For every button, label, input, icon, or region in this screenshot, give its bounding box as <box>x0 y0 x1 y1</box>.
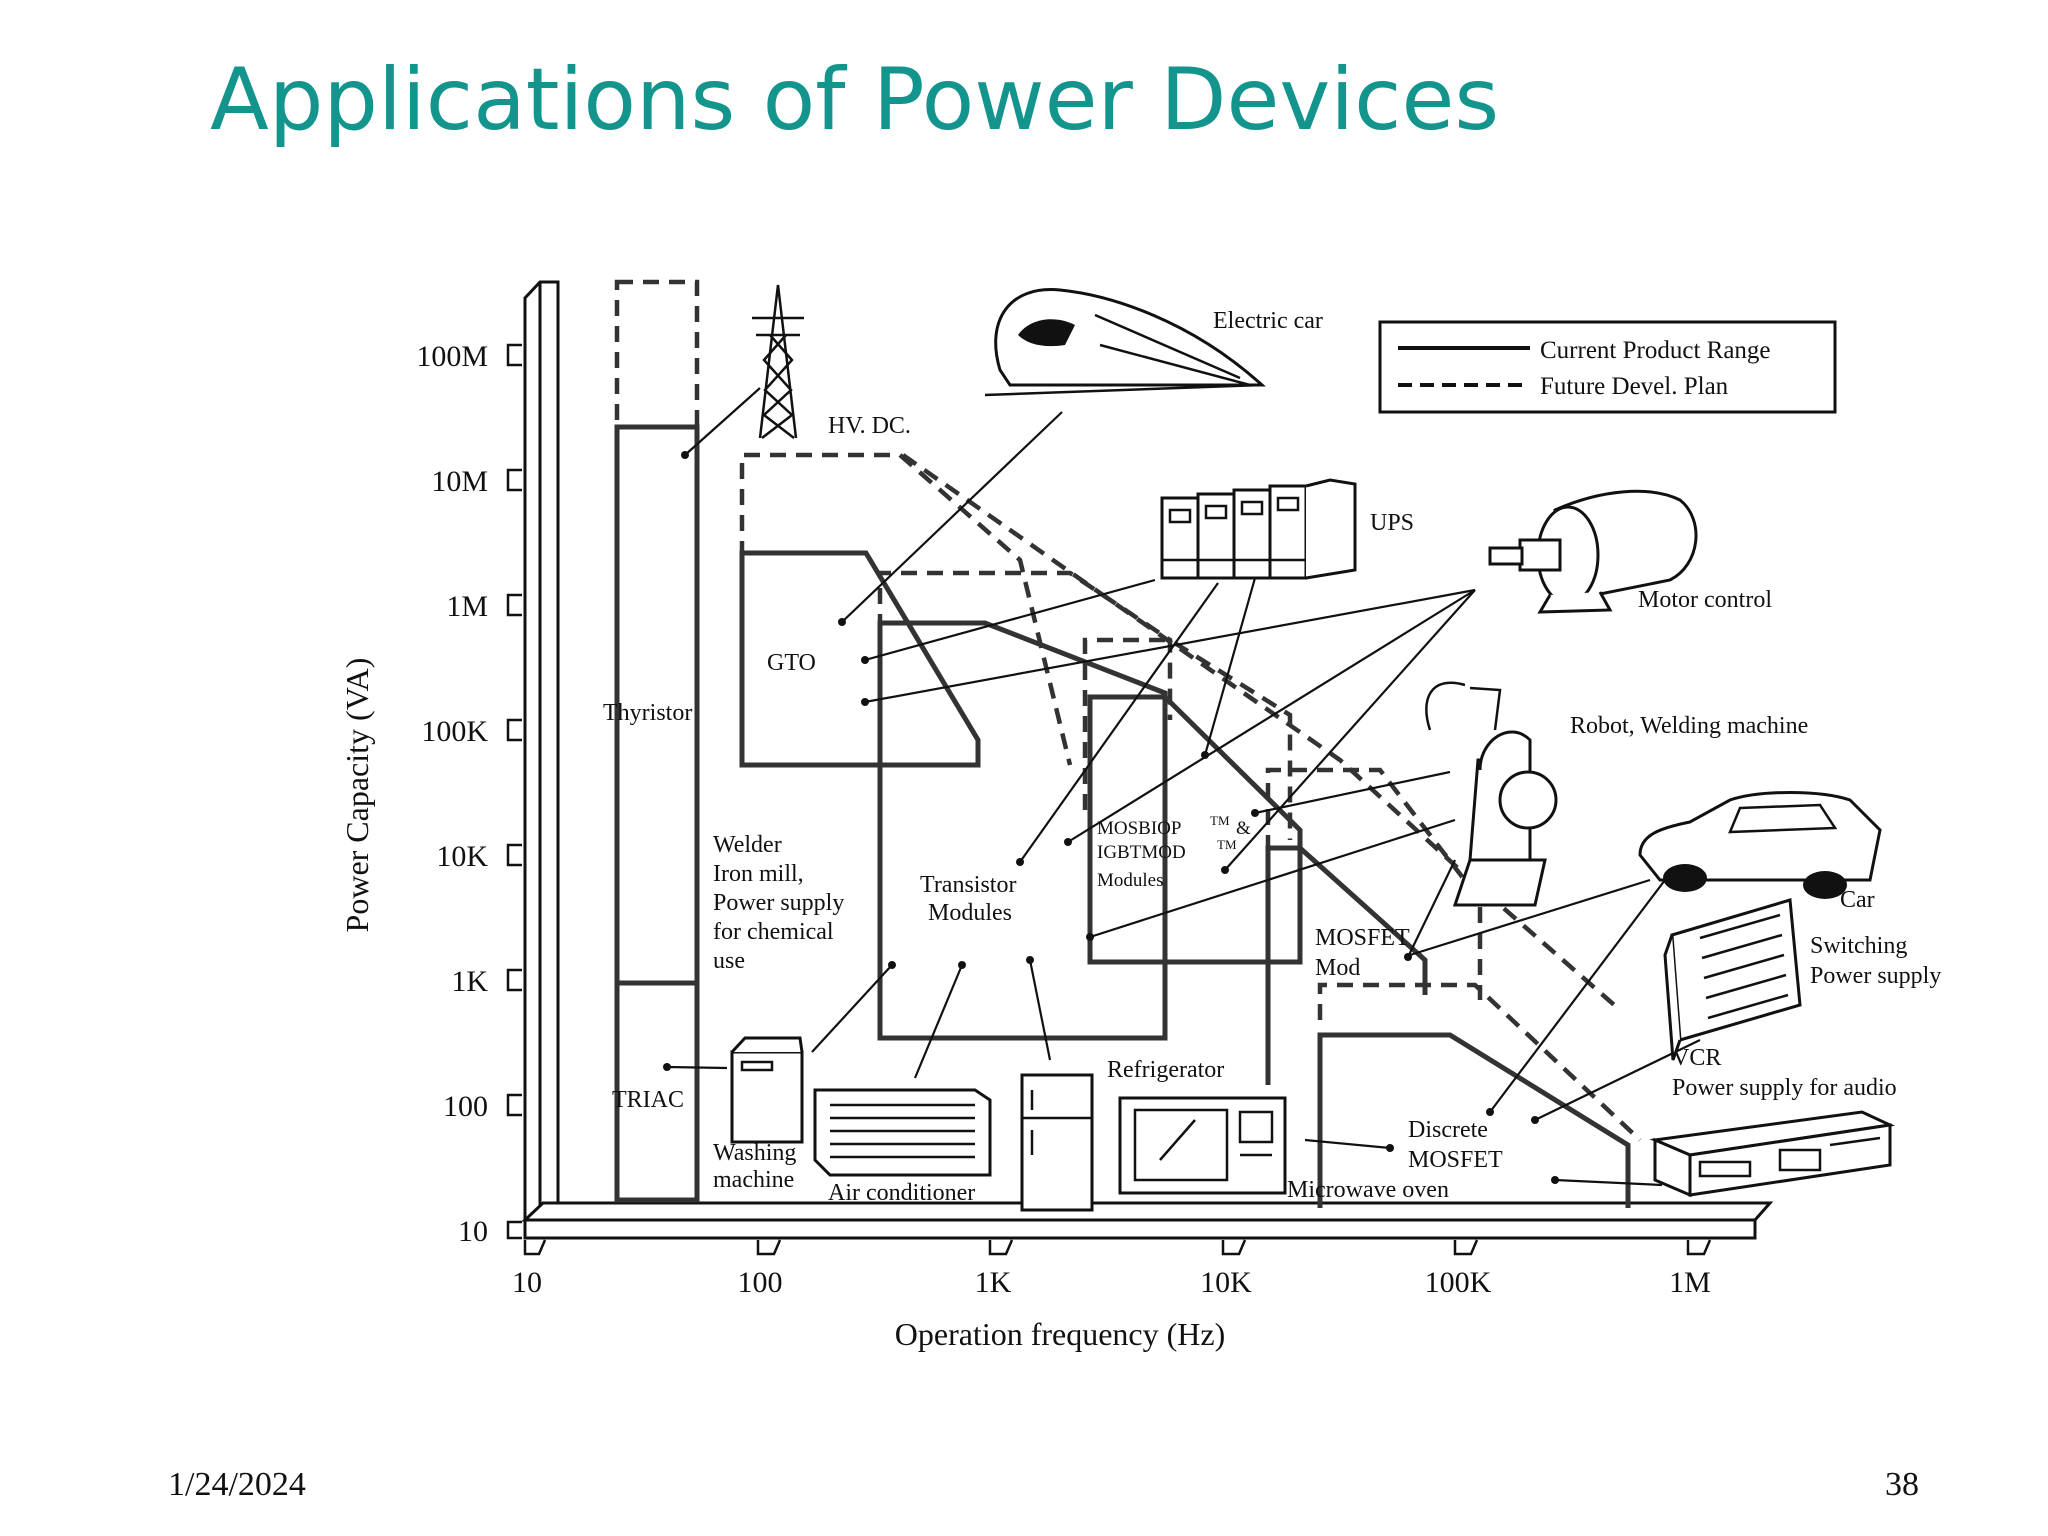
welder-label-2: Iron mill, <box>713 861 804 887</box>
robot-arm-icon <box>1425 681 1558 907</box>
legend-future: Future Devel. Plan <box>1540 373 1729 400</box>
discrete-label-2: MOSFET <box>1408 1147 1503 1173</box>
mos-modules-label: Modules <box>1097 870 1164 891</box>
thyristor-region <box>614 279 700 1203</box>
mosbiop-label: MOSBIOP <box>1097 818 1181 839</box>
y-tick-10: 10 <box>458 1215 488 1248</box>
transmission-tower-icon <box>752 284 804 439</box>
pointer-lines <box>663 387 1701 1187</box>
discrete-mosfet-region <box>1317 982 1642 1208</box>
air-conditioner-icon <box>813 1088 992 1177</box>
transistor-label-1: Transistor <box>920 872 1016 898</box>
refrigerator-label: Refrigerator <box>1107 1057 1224 1083</box>
ups-cabinets-icon <box>1160 478 1357 580</box>
welder-label-4: for chemical <box>713 919 834 945</box>
welder-label-5: use <box>713 948 745 974</box>
y-tick-labels: 100M 10M 1M 100K 10K 1K 100 10 <box>416 340 488 1248</box>
x-tick-100: 100 <box>738 1266 783 1299</box>
x-tick-10: 10 <box>512 1266 542 1299</box>
thyristor-label: Thyristor <box>603 700 692 726</box>
gto-region <box>739 452 1073 768</box>
refrigerator-icon <box>1020 1073 1094 1212</box>
audio-label: Power supply for audio <box>1672 1075 1897 1101</box>
microwave-label: Microwave oven <box>1287 1177 1449 1203</box>
x-axis <box>521 1201 1774 1240</box>
y-tick-1M: 1M <box>446 590 488 623</box>
x-tick-100K: 100K <box>1425 1266 1492 1299</box>
mosbiop-tm: TM <box>1210 813 1230 828</box>
y-tick-100K: 100K <box>421 715 488 748</box>
switching-supply-icon <box>1663 898 1802 1061</box>
mosbiop-amp: & <box>1236 818 1251 839</box>
welder-label-3: Power supply <box>713 890 844 916</box>
ups-label: UPS <box>1370 510 1414 536</box>
x-ticks <box>523 1239 1712 1256</box>
switching-label-1: Switching <box>1810 933 1907 959</box>
slide-date: 1/24/2024 <box>168 1466 306 1503</box>
x-tick-1K: 1K <box>975 1266 1012 1299</box>
motor-control-label: Motor control <box>1638 587 1772 613</box>
gto-label: GTO <box>767 650 816 676</box>
electric-car-label: Electric car <box>1213 308 1323 334</box>
igbtmod-tm: TM <box>1217 837 1237 852</box>
y-ticks <box>506 343 522 1240</box>
x-tick-labels: 10 100 1K 10K 100K 1M <box>512 1266 1711 1299</box>
mosfet-mod-label-2: Mod <box>1315 955 1360 981</box>
y-axis <box>523 280 560 1222</box>
slide-page-number: 38 <box>1885 1466 1919 1503</box>
y-tick-10M: 10M <box>431 465 488 498</box>
slide-title: Applications of Power Devices <box>210 50 1500 150</box>
legend-current: Current Product Range <box>1540 337 1771 364</box>
x-tick-10K: 10K <box>1200 1266 1252 1299</box>
discrete-label-1: Discrete <box>1408 1117 1488 1143</box>
washing-label-1: Washing <box>713 1140 796 1166</box>
car-label: Car <box>1840 887 1875 913</box>
air-conditioner-label: Air conditioner <box>828 1180 975 1206</box>
welder-label-1: Welder <box>713 832 782 858</box>
y-tick-100: 100 <box>443 1090 488 1123</box>
y-tick-100M: 100M <box>416 340 488 373</box>
vcr-icon <box>1649 1110 1896 1198</box>
y-axis-label: Power Capacity (VA) <box>339 658 375 933</box>
hvdc-label: HV. DC. <box>828 413 911 439</box>
triac-label: TRIAC <box>612 1087 684 1113</box>
y-tick-1K: 1K <box>451 965 488 998</box>
legend: Current Product Range Future Devel. Plan <box>1378 320 1837 414</box>
igbtmod-label: IGBTMOD <box>1097 842 1186 863</box>
switching-label-2: Power supply <box>1810 963 1941 989</box>
robot-label: Robot, Welding machine <box>1570 713 1808 739</box>
microwave-icon <box>1118 1096 1287 1195</box>
future-envelope <box>901 453 1622 1012</box>
mosfet-mod-label-1: MOSFET <box>1315 925 1410 951</box>
washing-label-2: machine <box>713 1167 794 1193</box>
bullet-train-icon <box>984 288 1266 397</box>
car-icon <box>1638 791 1882 899</box>
washing-machine-icon <box>730 1036 804 1144</box>
transistor-region <box>877 570 1173 1041</box>
transistor-label-2: Modules <box>928 900 1012 926</box>
motor-icon <box>1488 489 1698 614</box>
x-tick-1M: 1M <box>1669 1266 1711 1299</box>
x-axis-label: Operation frequency (Hz) <box>895 1316 1226 1352</box>
y-tick-10K: 10K <box>436 840 488 873</box>
mosbiop-region <box>1082 637 1303 965</box>
